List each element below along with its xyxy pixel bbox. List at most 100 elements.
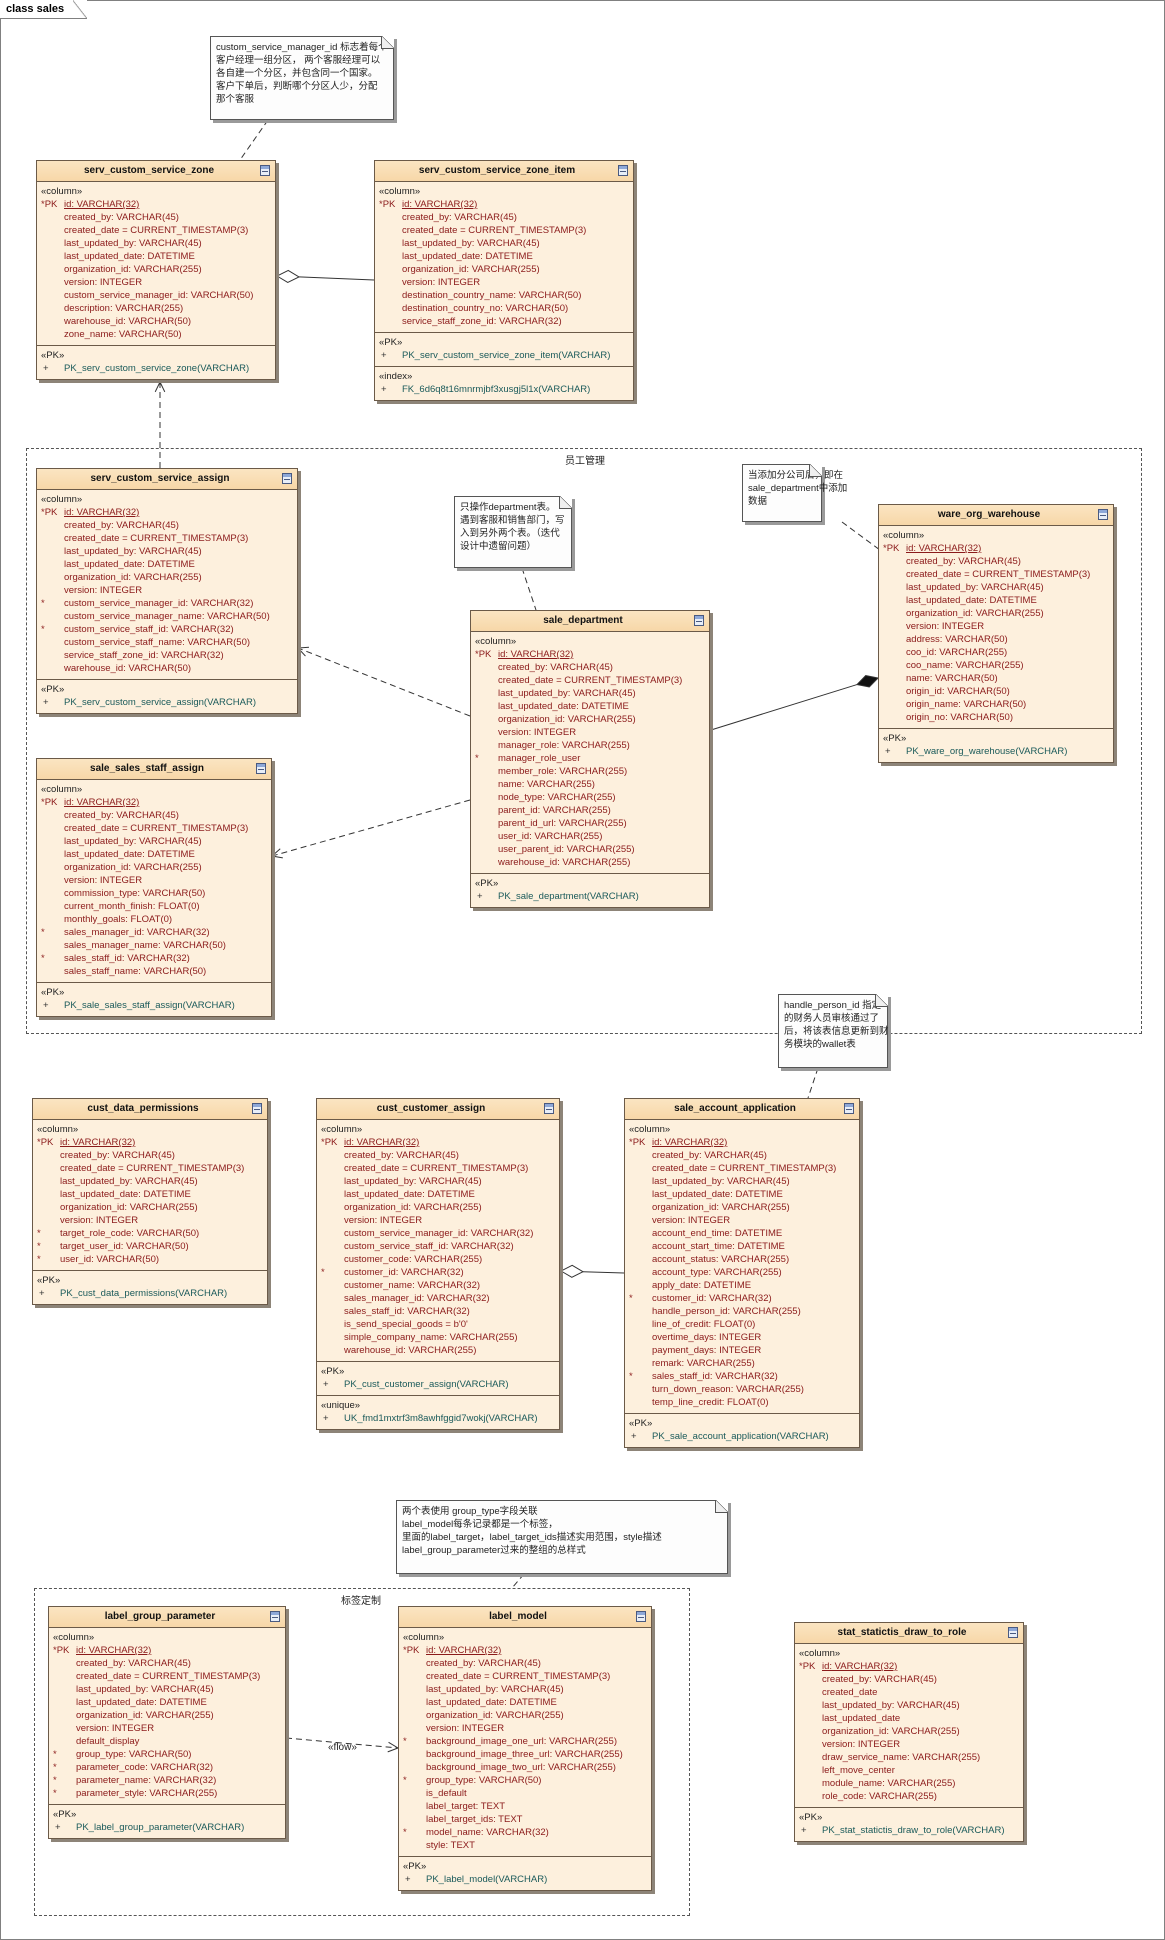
note-line: 的财务人员审核通过了 [784,1013,880,1024]
visibility-marker: + [885,746,891,757]
column-text: id: VARCHAR(32) [906,543,982,554]
stereotype: «column» [379,186,421,197]
column-row: *parameter_code: VARCHAR(32) [49,1761,285,1774]
column-text: organization_id: VARCHAR(255) [64,572,202,583]
column-row: module_name: VARCHAR(255) [795,1777,1023,1790]
operation-section: «PK»+PK_serv_custom_service_zone(VARCHAR… [37,346,275,379]
operation-row: +PK_cust_customer_assign(VARCHAR) [317,1378,559,1391]
column-text: created_by: VARCHAR(45) [822,1674,937,1685]
column-text: id: VARCHAR(32) [64,507,140,518]
column-marker: * [629,1371,633,1382]
column-row: line_of_credit: FLOAT(0) [625,1318,859,1331]
class-serv-custom-service-zone-item[interactable]: serv_custom_service_zone_item«column»*PK… [374,160,634,401]
column-text: id: VARCHAR(32) [822,1661,898,1672]
class-name: label_model [489,1611,547,1622]
column-marker: *PK [53,1645,70,1656]
column-row: organization_id: VARCHAR(255) [399,1709,651,1722]
column-text: user_id: VARCHAR(50) [60,1254,160,1265]
operation-section: «index»+FK_6d6q8t16mnrmjbf3xusgj5l1x(VAR… [375,367,633,400]
column-row: handle_person_id: VARCHAR(255) [625,1305,859,1318]
column-text: simple_company_name: VARCHAR(255) [344,1332,518,1343]
operation-text: FK_6d6q8t16mnrmjbf3xusgj5l1x(VARCHAR) [402,384,591,395]
class-header: sale_department [471,611,709,632]
column-text: last_updated_date: DATETIME [652,1189,783,1200]
column-row: created_by: VARCHAR(45) [33,1149,267,1162]
column-text: turn_down_reason: VARCHAR(255) [652,1384,804,1395]
column-text: id: VARCHAR(32) [426,1645,502,1656]
column-row: is_send_special_goods = b'0' [317,1318,559,1331]
column-text: last_updated_date: DATETIME [426,1697,557,1708]
column-row: created_by: VARCHAR(45) [471,661,709,674]
column-row: default_display [49,1735,285,1748]
column-row: warehouse_id: VARCHAR(50) [37,662,297,675]
column-text: organization_id: VARCHAR(255) [822,1726,960,1737]
class-name: sale_account_application [674,1103,796,1114]
column-row: organization_id: VARCHAR(255) [49,1709,285,1722]
note-line: label_model每条记录都是一个标签， [402,1519,558,1530]
column-text: version: INTEGER [64,277,143,288]
column-text: parent_id: VARCHAR(255) [498,805,611,816]
column-row: last_updated_date: DATETIME [37,250,275,263]
column-row: organization_id: VARCHAR(255) [625,1201,859,1214]
column-text: last_updated_by: VARCHAR(45) [76,1684,214,1695]
stereotype: «PK» [403,1861,427,1872]
note-line: 当添加分公司后，即在 [748,470,844,481]
column-text: sales_manager_id: VARCHAR(32) [344,1293,490,1304]
column-row: last_updated_by: VARCHAR(45) [37,237,275,250]
column-text: customer_id: VARCHAR(32) [344,1267,464,1278]
visibility-marker: + [405,1874,411,1885]
note-line: 那个客服 [216,94,255,105]
column-row: *parameter_name: VARCHAR(32) [49,1774,285,1787]
operation-text: PK_label_model(VARCHAR) [426,1874,548,1885]
column-row: version: INTEGER [471,726,709,739]
note-line: 两个表使用 group_type字段关联 [402,1506,538,1517]
column-marker: * [41,953,45,964]
column-text: organization_id: VARCHAR(255) [344,1202,482,1213]
column-text: parent_id_url: VARCHAR(255) [498,818,627,829]
column-row: *target_user_id: VARCHAR(50) [33,1240,267,1253]
column-text: organization_id: VARCHAR(255) [64,264,202,275]
column-text: version: INTEGER [64,585,143,596]
column-text: module_name: VARCHAR(255) [822,1778,956,1789]
stereotype: «column» [799,1648,841,1659]
stereotype: «column» [321,1124,363,1135]
column-text: created_date = CURRENT_TIMESTAMP(3) [906,569,1091,580]
column-text: label_target: TEXT [426,1801,506,1812]
note-line: 务模块的wallet表 [784,1039,856,1050]
column-text: sales_staff_name: VARCHAR(50) [64,966,207,977]
column-row: version: INTEGER [37,874,271,887]
column-marker: * [53,1749,57,1760]
column-row: role_code: VARCHAR(255) [795,1790,1023,1803]
column-text: account_end_time: DATETIME [652,1228,783,1239]
column-text: group_type: VARCHAR(50) [426,1775,542,1786]
operation-row: +PK_stat_statictis_draw_to_role(VARCHAR) [795,1824,1023,1837]
operation-text: PK_sale_department(VARCHAR) [498,891,639,902]
column-marker: * [403,1736,407,1747]
column-text: last_updated_by: VARCHAR(45) [426,1684,564,1695]
note-line: 里面的label_target，label_target_ids描述实用范围，s… [402,1532,662,1543]
column-text: destination_country_no: VARCHAR(50) [402,303,569,314]
column-row: last_updated_by: VARCHAR(45) [625,1175,859,1188]
column-text: last_updated_by: VARCHAR(45) [498,688,636,699]
column-text: last_updated_date: DATETIME [344,1189,475,1200]
aggregation-diamond-icon [275,269,301,284]
column-row: *parameter_style: VARCHAR(255) [49,1787,285,1800]
column-text: created_date = CURRENT_TIMESTAMP(3) [64,823,249,834]
column-row: version: INTEGER [795,1738,1023,1751]
